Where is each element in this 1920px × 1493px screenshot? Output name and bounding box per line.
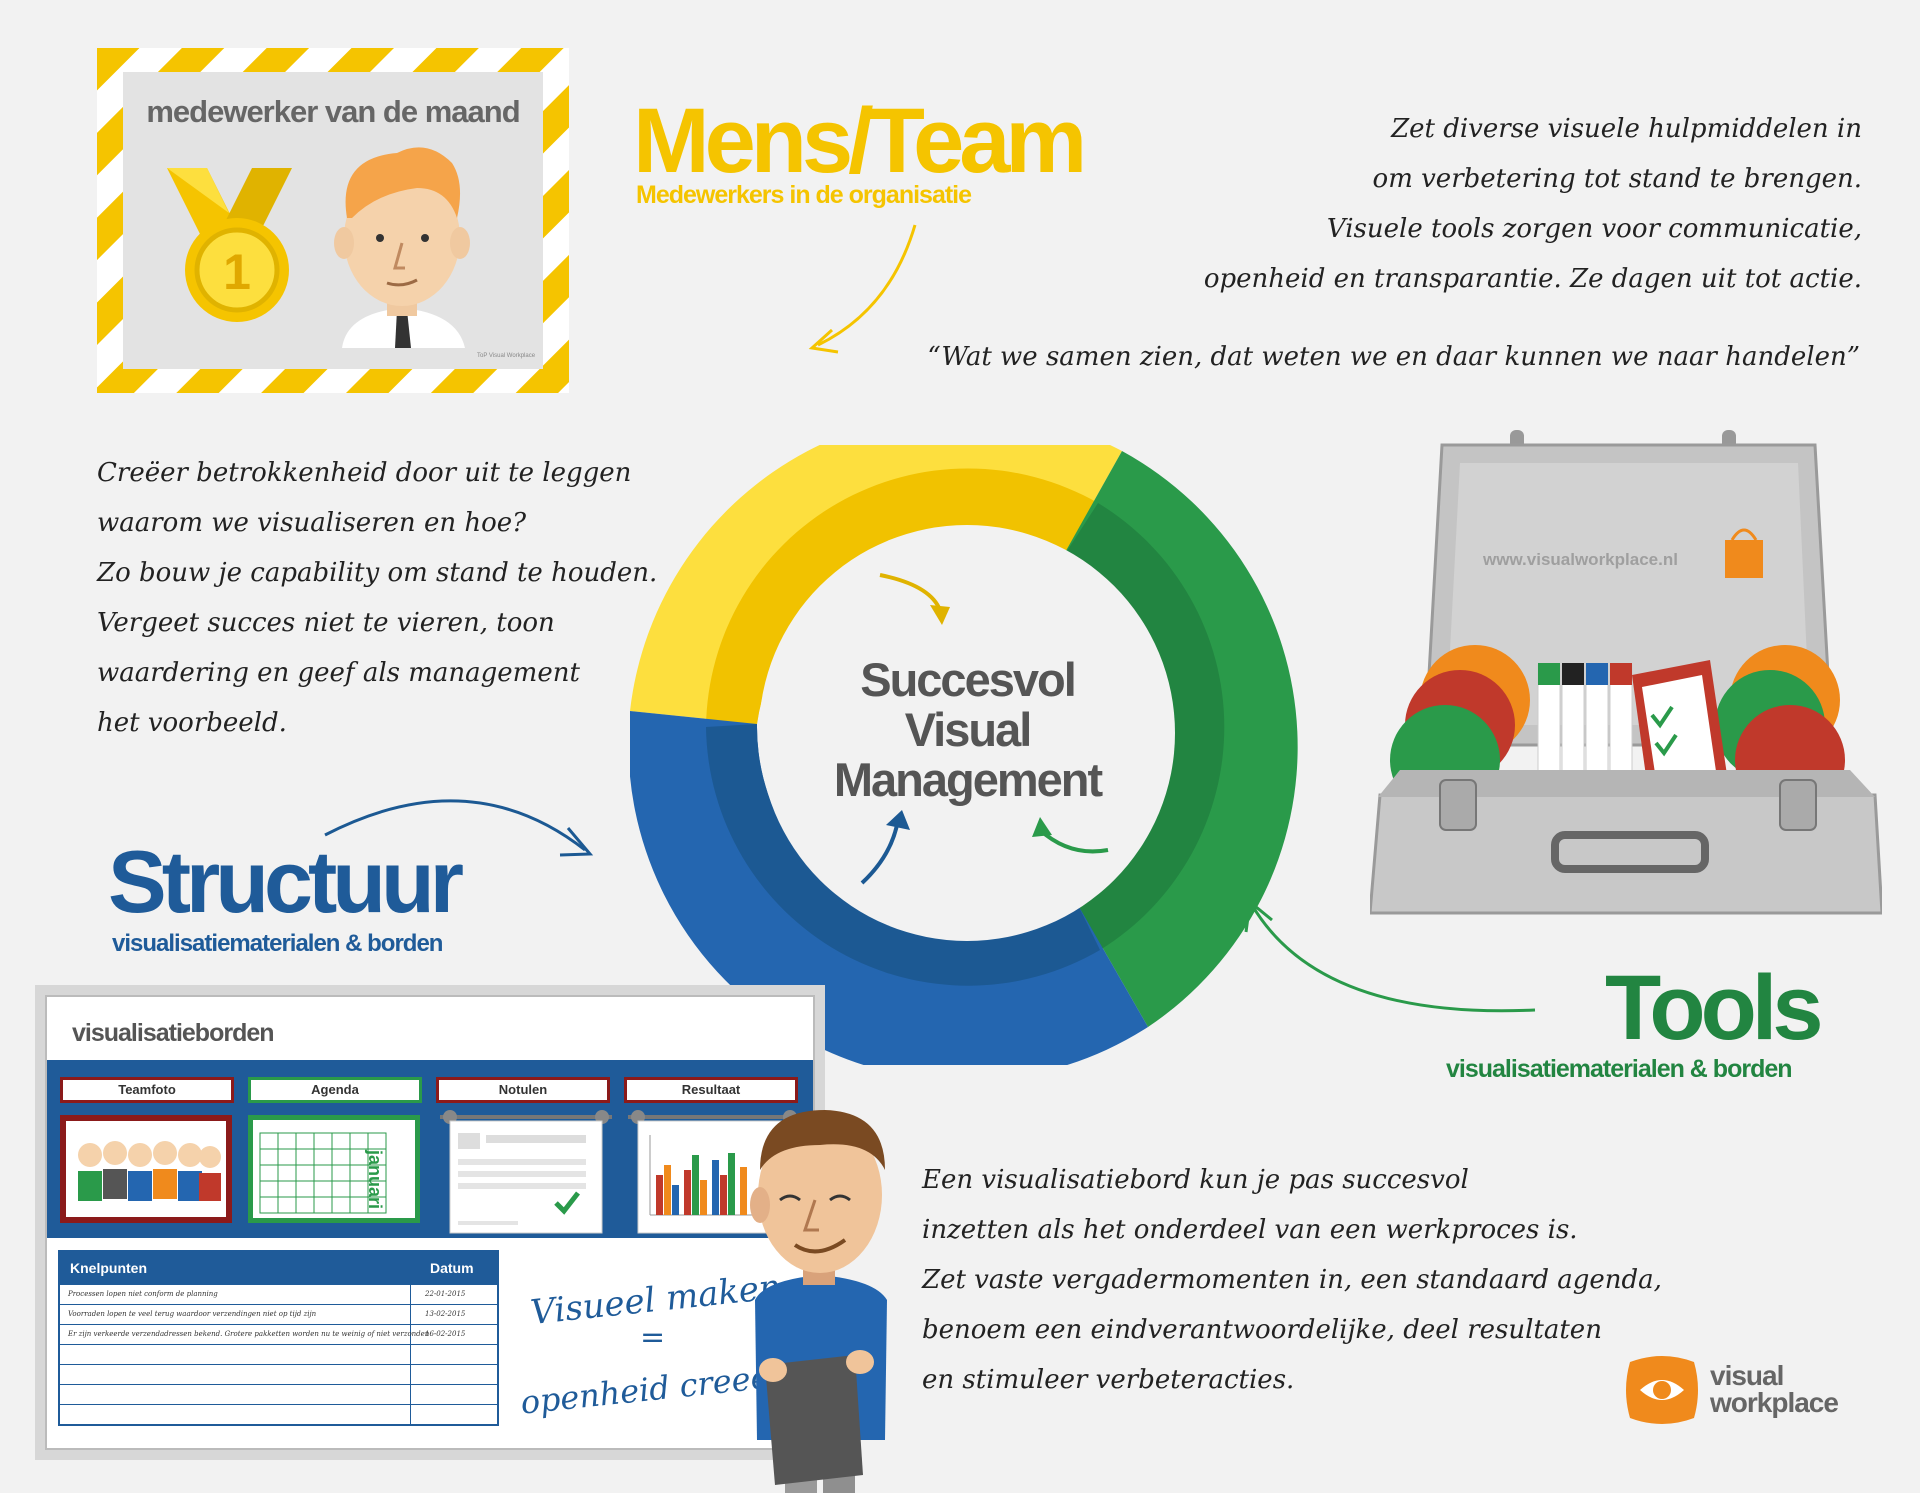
quote: “Wat we samen zien, dat weten we en daar… xyxy=(927,342,1860,372)
arrow-tools-icon xyxy=(1250,904,1536,1013)
bottom-right-line-4: benoem een eindverantwoordelijke, deel r… xyxy=(922,1315,1602,1345)
knelpunten-header: Knelpunten xyxy=(70,1260,147,1276)
center-title: Succesvol Visual Management xyxy=(765,655,1170,805)
table-row: Processen lopen niet conform de planning… xyxy=(60,1284,497,1304)
knelpunten-table-header: Knelpunten Datum xyxy=(60,1252,497,1284)
left-line-4: Vergeet succes niet te vieren, toon xyxy=(97,608,555,638)
employee-of-month-poster: medewerker van de maand 1 ToP Visual Wor… xyxy=(97,48,569,393)
arrow-mens-icon xyxy=(817,224,917,347)
notulen-paper xyxy=(440,1110,612,1234)
image-placeholder-icon xyxy=(458,1133,480,1149)
agenda-calendar xyxy=(248,1115,420,1223)
cartoon-man xyxy=(750,1110,887,1493)
tools-suitcase xyxy=(1370,430,1882,915)
mens-team-title: Mens/Team xyxy=(633,90,1087,192)
table-row: Er zijn verkeerde verzendadressen bekend… xyxy=(60,1324,497,1344)
board-header-agenda: Agenda xyxy=(248,1077,422,1103)
logo-line-1: visual xyxy=(1710,1360,1784,1391)
top-right-note: Zet diverse visuele hulpmiddelen in om v… xyxy=(1042,104,1862,304)
board-header-resultaat: Resultaat xyxy=(624,1077,798,1103)
calendar-month: januari xyxy=(365,1150,385,1210)
center-line-1: Succesvol xyxy=(860,653,1077,706)
top-right-line-3: Visuele tools zorgen voor communicatie, xyxy=(1326,214,1862,244)
tools-title: Tools xyxy=(1605,957,1823,1059)
center-line-2: Visual xyxy=(904,703,1033,756)
left-line-1: Creëer betrokkenheid door uit te leggen xyxy=(97,458,632,488)
logo-line-2: workplace xyxy=(1710,1387,1839,1418)
visual-management-ring xyxy=(630,445,1298,1065)
bottom-right-line-5: en stimuleer verbeteracties. xyxy=(922,1365,1295,1395)
table-row xyxy=(60,1364,497,1384)
top-right-line-4: openheid en transparantie. Ze dagen uit … xyxy=(1203,264,1862,294)
suitcase-handle-icon xyxy=(1551,831,1709,873)
bottom-right-note: Een visualisatiebord kun je pas succesvo… xyxy=(922,1155,1662,1405)
top-right-line-2: om verbetering tot stand te brengen. xyxy=(1372,164,1862,194)
left-line-3: Zo bouw je capability om stand te houden… xyxy=(97,558,658,588)
left-line-2: waarom we visualiseren en hoe? xyxy=(97,508,527,538)
knelpunten-table: Knelpunten Datum Processen lopen niet co… xyxy=(58,1250,499,1426)
table-row: Voorraden lopen te veel terug waardoor v… xyxy=(60,1304,497,1324)
center-line-3: Management xyxy=(833,753,1103,806)
left-line-5: waardering en geef als management xyxy=(97,658,580,688)
datum-header: Datum xyxy=(430,1260,474,1276)
shopping-bag-icon xyxy=(1725,540,1763,578)
table-row xyxy=(60,1344,497,1364)
whiteboard-equals: = xyxy=(640,1320,666,1355)
tools-subtitle: visualisatiematerialen & borden xyxy=(1446,1055,1793,1083)
ring-blue-inner xyxy=(706,724,1100,986)
top-right-line-1: Zet diverse visuele hulpmiddelen in xyxy=(1391,114,1862,144)
left-line-6: het voorbeeld. xyxy=(97,708,287,738)
board-header-notulen: Notulen xyxy=(436,1077,610,1103)
bottom-right-line-3: Zet vaste vergadermomenten in, een stand… xyxy=(922,1265,1662,1295)
poster-frame-icon xyxy=(97,48,569,393)
arrow-structuur-icon xyxy=(324,799,586,852)
board-header-teamfoto: Teamfoto xyxy=(60,1077,234,1103)
man-clipboard-icon xyxy=(765,1355,863,1485)
bottom-right-line-1: Een visualisatiebord kun je pas succesvo… xyxy=(922,1165,1469,1195)
board-title: visualisatieborden xyxy=(72,1019,275,1047)
poster-credit: ToP Visual Workplace xyxy=(477,353,536,359)
arrow-yellow-icon xyxy=(879,573,942,611)
suitcase-url: www.visualworkplace.nl xyxy=(1483,550,1678,569)
medal-number: 1 xyxy=(223,244,251,300)
mens-team-subtitle: Medewerkers in de organisatie xyxy=(636,181,972,209)
teamfoto-panel xyxy=(60,1115,232,1223)
left-note: Creëer betrokkenheid door uit te leggen … xyxy=(97,448,657,748)
table-row xyxy=(60,1384,497,1404)
poster-title: medewerker van de maand xyxy=(146,94,520,129)
bottom-right-line-2: inzetten als het onderdeel van een werkp… xyxy=(922,1215,1578,1245)
checkmark-icon xyxy=(554,1191,580,1215)
visual-workplace-logo-icon xyxy=(1626,1356,1698,1424)
structuur-title: Structuur xyxy=(108,832,464,931)
table-row xyxy=(60,1404,497,1424)
ring-green-inner xyxy=(1058,503,1225,950)
structuur-subtitle: visualisatiematerialen & borden xyxy=(112,930,443,957)
logo-text: visual workplace xyxy=(1710,1360,1839,1418)
